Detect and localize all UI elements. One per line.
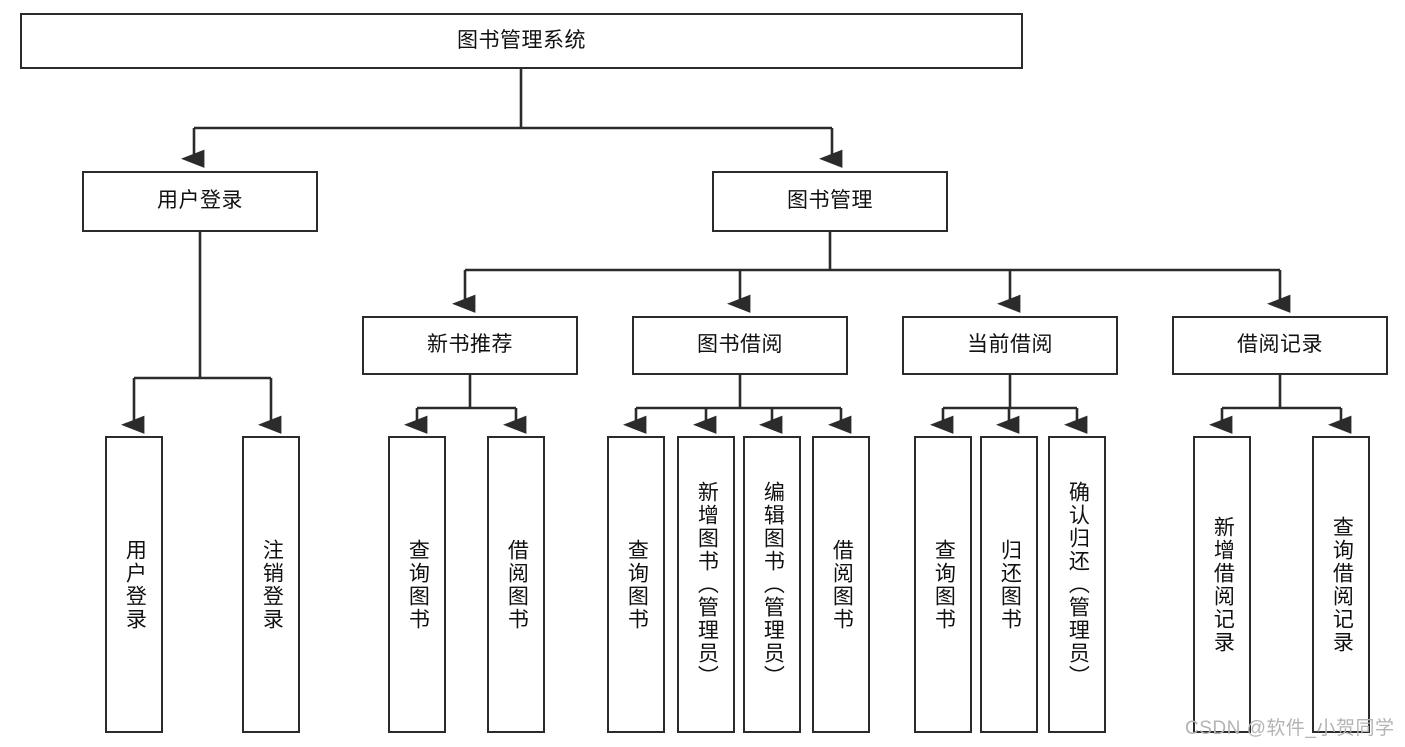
node-book-borrow[interactable]: 图书借阅 [632, 316, 848, 375]
leaf-return-book[interactable]: 归还图书 [980, 436, 1038, 733]
leaf-user-login[interactable]: 用户登录 [105, 436, 163, 733]
leaf-add-book-admin[interactable]: 新增图书（管理员） [677, 436, 735, 733]
leaf-confirm-return-admin[interactable]: 确认归还（管理员） [1048, 436, 1106, 733]
node-label: 图书借阅 [697, 333, 783, 357]
node-label: 查询图书 [932, 538, 956, 631]
leaf-query-borrow-record[interactable]: 查询借阅记录 [1312, 436, 1370, 733]
node-label: 归还图书 [998, 538, 1022, 631]
leaf-query-book-recommend[interactable]: 查询图书 [388, 436, 446, 733]
node-label: 图书管理 [787, 189, 873, 213]
node-book-management[interactable]: 图书管理 [712, 171, 948, 232]
leaf-logout-login[interactable]: 注销登录 [242, 436, 300, 733]
node-label: 借阅图书 [505, 538, 529, 631]
leaf-query-book-borrow[interactable]: 查询图书 [607, 436, 665, 733]
node-new-book-recommend[interactable]: 新书推荐 [362, 316, 578, 375]
node-label: 确认归还（管理员） [1066, 481, 1090, 688]
node-label: 当前借阅 [967, 333, 1053, 357]
node-label: 查询图书 [406, 538, 430, 631]
node-user-login[interactable]: 用户登录 [82, 171, 318, 232]
node-label: 借阅记录 [1237, 333, 1323, 357]
node-label: 用户登录 [157, 189, 243, 213]
node-root-system[interactable]: 图书管理系统 [20, 13, 1023, 69]
node-label: 编辑图书（管理员） [761, 481, 785, 688]
leaf-borrow-book-recommend[interactable]: 借阅图书 [487, 436, 545, 733]
leaf-query-book-current[interactable]: 查询图书 [914, 436, 972, 733]
node-label: 图书管理系统 [457, 28, 586, 52]
node-label: 借阅图书 [830, 538, 854, 631]
node-label: 新书推荐 [427, 333, 513, 357]
node-label: 用户登录 [123, 538, 147, 631]
node-label: 新增借阅记录 [1211, 515, 1235, 654]
node-label: 查询图书 [625, 538, 649, 631]
leaf-borrow-book[interactable]: 借阅图书 [812, 436, 870, 733]
node-current-borrow[interactable]: 当前借阅 [902, 316, 1118, 375]
node-label: 查询借阅记录 [1330, 515, 1354, 654]
node-borrow-record[interactable]: 借阅记录 [1172, 316, 1388, 375]
node-label: 注销登录 [260, 538, 284, 631]
leaf-edit-book-admin[interactable]: 编辑图书（管理员） [743, 436, 801, 733]
watermark-text: CSDN @软件_小贺同学 [1185, 718, 1395, 739]
leaf-add-borrow-record[interactable]: 新增借阅记录 [1193, 436, 1251, 733]
node-label: 新增图书（管理员） [695, 481, 719, 688]
